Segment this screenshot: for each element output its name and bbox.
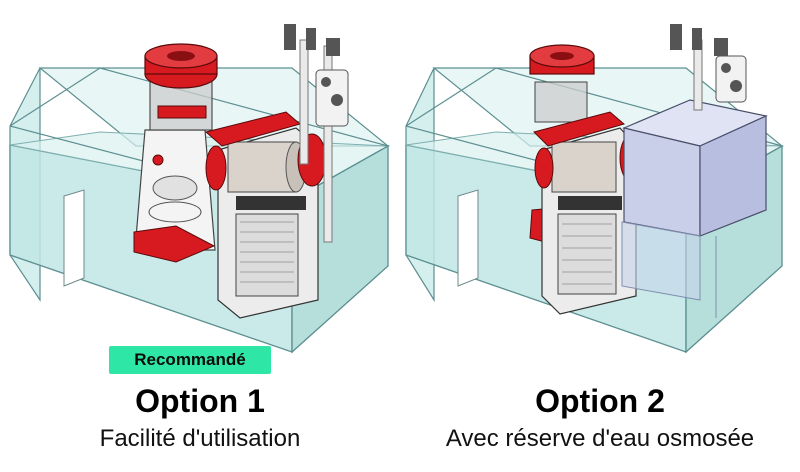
option-1-sump-illustration	[9, 24, 390, 354]
option-1-panel: Recommandé Option 1 Facilité d'utilisati…	[9, 24, 390, 452]
recommended-badge: Recommandé	[109, 346, 271, 374]
option-2-title: Option 2	[535, 383, 665, 419]
option-1-title: Option 1	[135, 383, 265, 419]
option-2-sump-illustration	[405, 24, 784, 354]
option-2-subtitle: Avec réserve d'eau osmosée	[445, 425, 755, 452]
option-1-subtitle: Facilité d'utilisation	[99, 425, 301, 452]
option-2-panel: Option 2 Avec réserve d'eau osmosée	[400, 0, 800, 472]
